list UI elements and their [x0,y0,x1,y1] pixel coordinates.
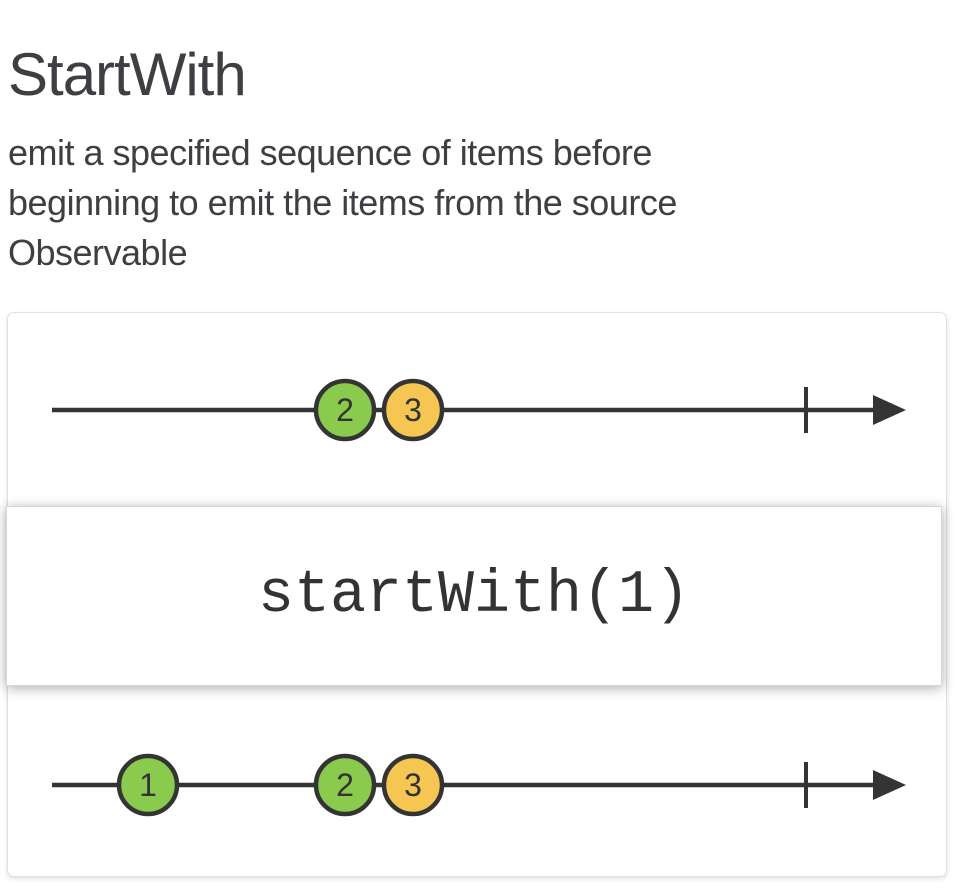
marble-value: 3 [404,392,422,428]
marble-value: 3 [404,767,422,803]
page-title: StartWith [8,41,247,109]
marble-value: 2 [336,767,354,803]
description-line: Observable [8,232,188,273]
marble-circle [116,753,180,817]
description-line: emit a specified sequence of items befor… [8,132,652,173]
marble-circle[interactable] [313,378,377,442]
marble-3: 3 [381,753,445,817]
operator-box: startWith(1) [6,506,942,686]
description-line: beginning to emit the items from the sou… [8,182,677,223]
operator-label: startWith(1) [257,562,691,630]
timeline-arrowhead-icon [873,770,906,800]
marble-2[interactable]: 2 [313,378,377,442]
marble-value: 2 [336,392,354,428]
marble-circle [313,753,377,817]
operator-description: emit a specified sequence of items befor… [8,128,677,278]
marble-1: 1 [116,753,180,817]
marble-circle[interactable] [381,378,445,442]
marble-value: 1 [139,767,157,803]
marble-3[interactable]: 3 [381,378,445,442]
marble-circle [381,753,445,817]
marble-2: 2 [313,753,377,817]
output-timeline: 1 2 3 [52,753,906,817]
timeline-arrowhead-icon [873,395,906,425]
